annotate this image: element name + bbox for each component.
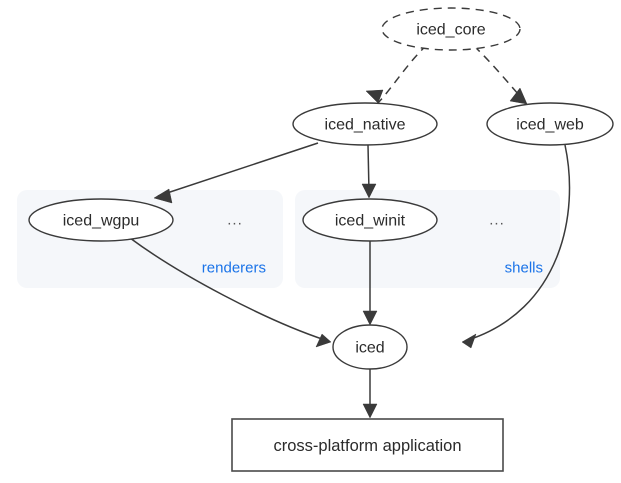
arrow-head-icon-web-to-iced xyxy=(461,333,477,349)
node-shape-iced_core[interactable] xyxy=(381,7,521,51)
edge-line-core-to-web xyxy=(473,45,526,103)
arrow-head-icon-wgpu-to-iced xyxy=(315,333,332,348)
node-shape-iced_web[interactable] xyxy=(486,102,614,146)
edge-line-native-to-wgpu xyxy=(157,142,319,197)
edge-line-wgpu-to-iced xyxy=(129,237,326,341)
edge-line-core-to-native xyxy=(377,44,428,104)
node-label-iced_wgpu: iced_wgpu xyxy=(63,213,140,230)
arrow-head-icon-core-to-native xyxy=(365,89,384,104)
node-iced_winit[interactable]: iced_winit xyxy=(302,198,438,242)
node-app[interactable]: cross-platform application xyxy=(231,418,504,472)
node-shape-iced[interactable] xyxy=(332,324,408,370)
edge-native-to-winit xyxy=(361,144,377,199)
edge-iced-to-app xyxy=(362,369,378,419)
edge-line-web-to-iced xyxy=(467,144,571,341)
arrow-head-icon-core-to-web xyxy=(509,87,528,105)
edge-web-to-iced xyxy=(461,144,571,349)
cluster-label-renderers: renderers xyxy=(202,260,266,277)
edge-group xyxy=(129,44,571,419)
node-iced_web[interactable]: iced_web xyxy=(486,102,614,146)
node-shape-iced_wgpu[interactable] xyxy=(28,198,174,242)
node-iced[interactable]: iced xyxy=(332,324,408,370)
node-label-iced_web: iced_web xyxy=(516,117,584,134)
node-label-app: cross-platform application xyxy=(274,437,462,455)
edge-core-to-web xyxy=(473,45,528,105)
arrow-head-icon-native-to-wgpu xyxy=(153,188,173,204)
edge-winit-to-iced xyxy=(362,241,378,326)
node-shape-iced_native[interactable] xyxy=(292,102,438,146)
node-iced_core[interactable]: iced_core xyxy=(381,7,521,51)
edge-native-to-wgpu xyxy=(153,142,319,204)
arrow-head-icon-iced-to-app xyxy=(362,403,378,419)
edge-wgpu-to-iced xyxy=(129,237,332,348)
ellipsis-shells: ... xyxy=(489,212,505,229)
cluster-label-shells: shells xyxy=(505,260,543,277)
node-label-iced_native: iced_native xyxy=(325,117,406,134)
arrow-head-icon-winit-to-iced xyxy=(362,310,378,326)
arrow-head-icon-native-to-winit xyxy=(361,183,377,199)
ellipsis-renderers: ... xyxy=(227,212,243,229)
node-iced_native[interactable]: iced_native xyxy=(292,102,438,146)
node-iced_wgpu[interactable]: iced_wgpu xyxy=(28,198,174,242)
node-shape-iced_winit[interactable] xyxy=(302,198,438,242)
node-label-iced_winit: iced_winit xyxy=(335,213,406,230)
node-label-iced: iced xyxy=(355,340,384,357)
edge-core-to-native xyxy=(365,44,428,104)
node-shape-app[interactable] xyxy=(231,418,504,472)
node-label-iced_core: iced_core xyxy=(416,22,485,39)
